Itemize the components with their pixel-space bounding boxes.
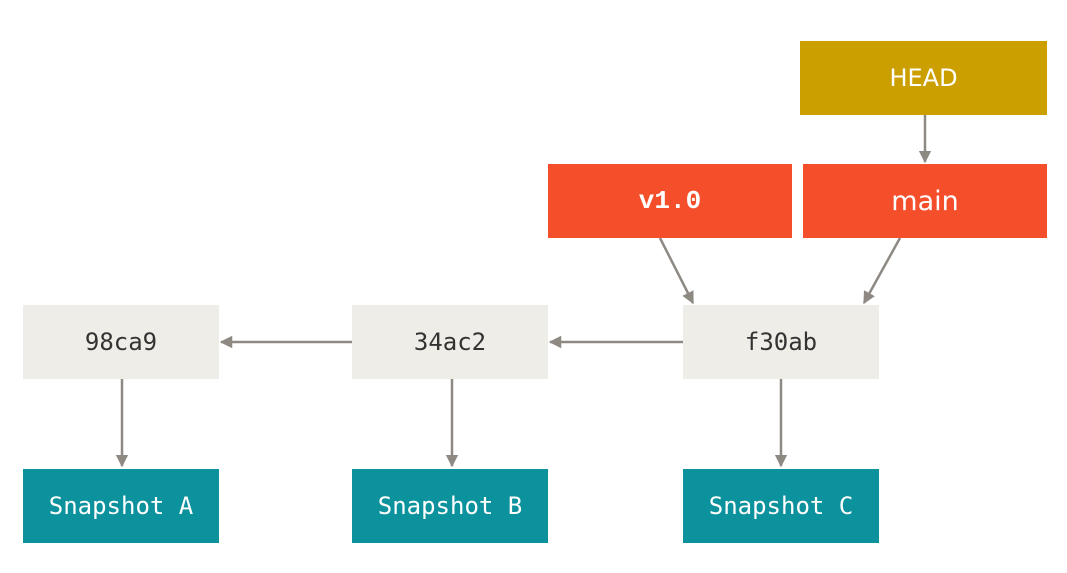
- snapshot-a: Snapshot A: [23, 469, 219, 543]
- arrow-tag-to-f30ab: [658, 237, 695, 305]
- commit-34ac2: 34ac2: [352, 305, 548, 379]
- branch-main: main: [803, 164, 1047, 238]
- head-pointer: HEAD: [800, 41, 1047, 115]
- commit-98ca9: 98ca9: [23, 305, 219, 379]
- snapshot-b: Snapshot B: [352, 469, 548, 543]
- arrow-main-to-f30ab: [862, 237, 902, 305]
- commit-f30ab: f30ab: [683, 305, 879, 379]
- snapshot-c: Snapshot C: [683, 469, 879, 543]
- tag-v1-0: v1.0: [548, 164, 792, 238]
